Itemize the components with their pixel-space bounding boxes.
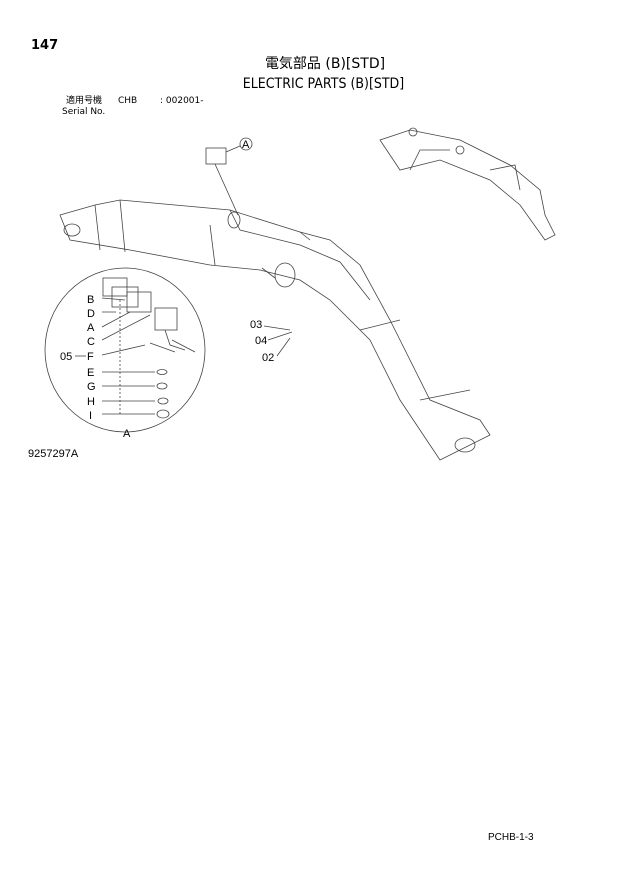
label-g: G — [87, 381, 96, 393]
label-c: C — [87, 336, 95, 348]
label-04: 04 — [255, 335, 267, 347]
title-japanese: 電気部品 (B)[STD] — [264, 56, 386, 72]
label-i: I — [89, 410, 92, 422]
page-code: PCHB-1-3 — [488, 832, 534, 843]
label-05: 05 — [60, 351, 72, 363]
label-detail-a: A — [123, 428, 131, 440]
label-d: D — [87, 308, 95, 320]
applicable-model-label: 適用号機 — [66, 96, 103, 106]
callout-a-label: A — [242, 139, 250, 151]
serial-label: Serial No. — [62, 107, 106, 117]
label-f: F — [87, 351, 94, 363]
part-callouts: 03 04 02 — [250, 267, 293, 364]
machine-inset-drawing — [379, 127, 556, 241]
label-03: 03 — [250, 319, 262, 331]
page-number: 147 — [31, 38, 59, 53]
label-h: H — [87, 396, 95, 408]
boom-drawing — [59, 199, 491, 461]
label-02: 02 — [262, 352, 274, 364]
figure-number: 9257297A — [28, 448, 79, 460]
lamp-callout: A — [205, 137, 253, 216]
serial-range: : 002001- — [160, 96, 204, 106]
detail-view-a: B D A C F E G H I 05 A — [44, 267, 206, 440]
model-code: CHB — [118, 96, 138, 106]
label-b: B — [87, 294, 94, 306]
title-english: ELECTRIC PARTS (B)[STD] — [242, 76, 405, 92]
label-e: E — [87, 367, 94, 379]
label-a: A — [87, 322, 95, 334]
